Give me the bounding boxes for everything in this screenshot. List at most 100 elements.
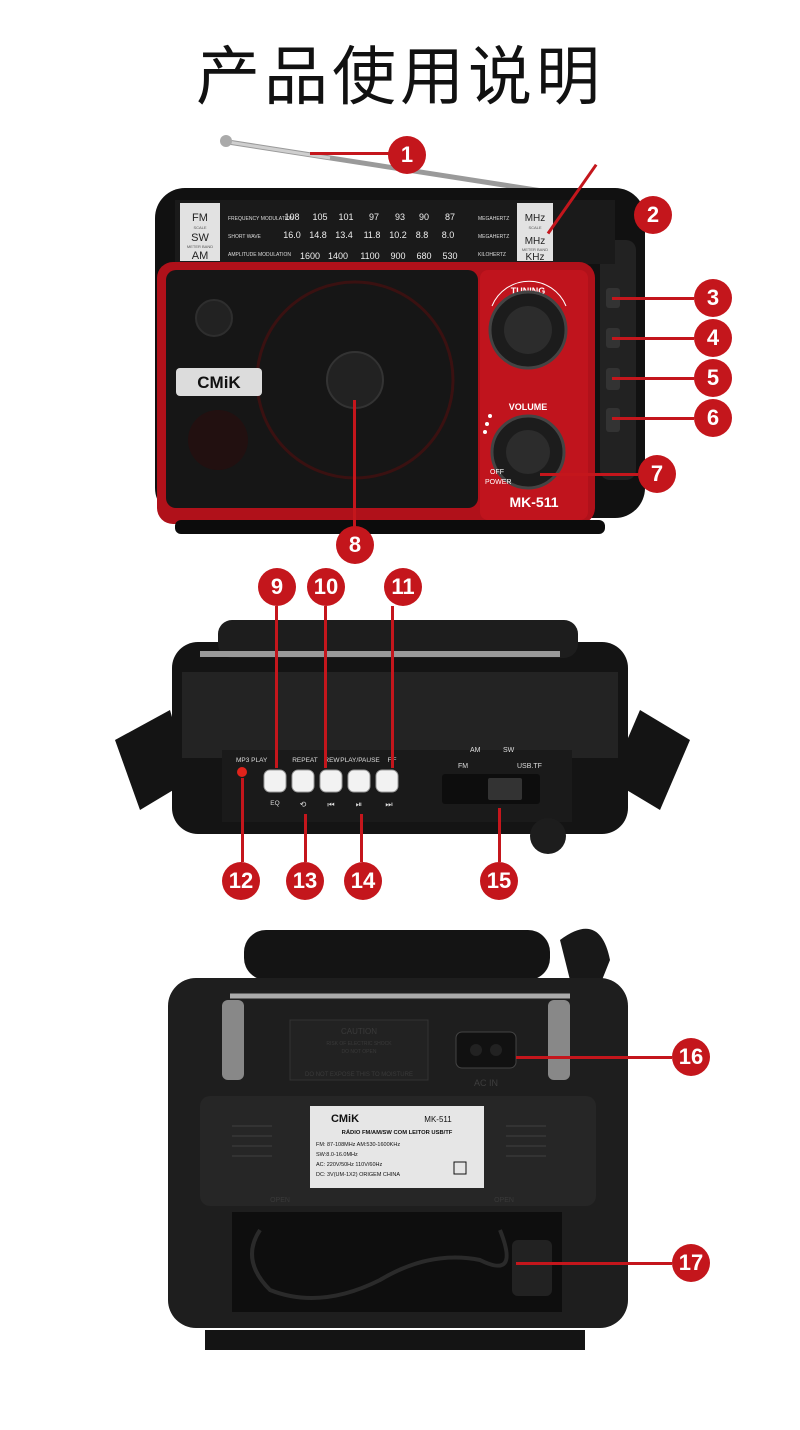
sw-scale-4: 11.8 [364, 230, 381, 240]
mp3-play-led [237, 767, 247, 777]
off-label: OFF [490, 469, 504, 476]
fm-scale-7: 87 [445, 212, 455, 222]
brand-plate [176, 368, 262, 396]
callout-6: 6 [694, 399, 732, 437]
rewind-button[interactable] [319, 769, 343, 793]
caution-line-1: RISK OF ELECTRIC SHOCK [326, 1041, 392, 1047]
callout-3: 3 [694, 279, 732, 317]
usb-tf-switch-label: USB.TF [517, 763, 542, 770]
radio-top-illustration: MP3 PLAY REPEAT REW PLAY/PAUSE F.F EQ ⟲ … [115, 620, 690, 854]
spec-model: MK-511 [424, 1115, 452, 1124]
antenna-tip [220, 135, 232, 147]
no-moisture-text: DO NOT EXPOSE THIS TO MOISTURE [305, 1072, 413, 1078]
spec-line-2: SW:8.0-16.0MHz [316, 1152, 358, 1158]
band-fm-label: FM [192, 212, 208, 224]
caution-line-2: DO NOT OPEN [342, 1049, 377, 1055]
am-scale-5: 680 [416, 251, 431, 261]
mp3-play-label: MP3 PLAY [236, 757, 268, 764]
play-pause-icon: ⏯ [356, 800, 362, 809]
strap-left [115, 710, 190, 810]
repeat-button[interactable] [291, 769, 315, 793]
play-pause-label: PLAY/PAUSE [340, 757, 380, 764]
fm-scale-5: 93 [395, 212, 405, 222]
open-right-label: OPEN [494, 1197, 514, 1204]
callout-9: 9 [258, 568, 296, 606]
callout-7: 7 [638, 455, 676, 493]
power-label: POWER [485, 479, 511, 486]
unit-scale-label: SCALE [528, 225, 541, 230]
mode-selector-switch[interactable] [488, 778, 522, 800]
ac-in-label: AC IN [474, 1078, 498, 1088]
callout-13: 13 [286, 862, 324, 900]
spec-line-3: AC: 220V/50Hz 110V/60Hz [316, 1162, 382, 1168]
callout-12: 12 [222, 862, 260, 900]
sw-scale-5: 10.2 [389, 230, 407, 240]
fast-forward-icon: ⏭ [385, 800, 392, 809]
fm-scale-3: 101 [338, 212, 353, 222]
am-scale-3: 1100 [360, 251, 379, 261]
callout-17: 17 [672, 1244, 710, 1282]
band-am-label: AM [192, 250, 209, 262]
am-scale-1: 1600 [300, 251, 320, 261]
unit-mhz-1: MHz [525, 213, 546, 224]
model-label: MK-511 [509, 494, 558, 510]
fast-forward-button[interactable] [375, 769, 399, 793]
fm-scale-4: 97 [369, 212, 379, 222]
side-port-6[interactable] [606, 408, 620, 432]
band-meter-band-label: METER BAND [187, 244, 213, 249]
open-left-label: OPEN [270, 1197, 290, 1204]
ac-power-socket[interactable] [455, 1031, 517, 1069]
unit-meter-band-label: METER BAND [522, 247, 548, 252]
radio-front-illustration: FM SW AM SCALE METER BAND FREQUENCY MODU… [155, 135, 645, 534]
am-scale-2: 1400 [328, 251, 348, 261]
sw-scale-7: 8.0 [442, 230, 455, 240]
page-title: 产品使用说明 [196, 41, 604, 115]
unit-khz: KHz [526, 252, 545, 263]
spec-brand: CMiK [331, 1113, 359, 1125]
callout-8: 8 [336, 526, 374, 564]
rewind-icon: ⏮ [327, 800, 334, 809]
callout-4: 4 [694, 319, 732, 357]
strap-right [610, 710, 690, 810]
sw-scale-2: 14.8 [309, 230, 327, 240]
band-sw-label: SW [191, 232, 209, 244]
eq-mode-button[interactable] [263, 769, 287, 793]
row-am-label: AMPLITUDE MODULATION [228, 252, 291, 258]
sw-scale-3: 13.4 [335, 230, 353, 240]
callout-2: 2 [634, 196, 672, 234]
tuning-knob-rear [530, 818, 566, 854]
band-am-switch-label: AM [470, 747, 481, 754]
callout-10: 10 [307, 568, 345, 606]
callout-14: 14 [344, 862, 382, 900]
row-fm-label: FREQUENCY MODULATION [228, 216, 294, 222]
sw-scale-1: 16.0 [283, 230, 301, 240]
fm-scale-1: 108 [284, 212, 299, 222]
row-sw-label: SHORT WAVE [228, 234, 262, 240]
fm-scale-2: 105 [312, 212, 327, 222]
band-scale-label: SCALE [193, 225, 206, 230]
callout-5: 5 [694, 359, 732, 397]
play-pause-button[interactable] [347, 769, 371, 793]
radio-back-illustration: CAUTION RISK OF ELECTRIC SHOCK DO NOT OP… [168, 928, 628, 1350]
repeat-icon: ⟲ [300, 800, 307, 809]
callout-1: 1 [388, 136, 426, 174]
callout-11: 11 [384, 568, 422, 606]
volume-label: VOLUME [509, 402, 548, 412]
row-am-unit-label: KILOHERTZ [478, 252, 506, 258]
callout-15: 15 [480, 862, 518, 900]
row-fm-unit-label: MEGAHERTZ [478, 216, 509, 222]
rew-label: REW [324, 757, 340, 764]
sw-scale-6: 8.8 [416, 230, 429, 240]
am-scale-6: 530 [442, 251, 457, 261]
band-fm-switch-label: FM [458, 763, 468, 770]
row-sw-unit-label: MEGAHERTZ [478, 234, 509, 240]
unit-mhz-2: MHz [525, 236, 546, 247]
caution-title: CAUTION [341, 1027, 377, 1036]
spec-line-1: FM: 87-108MHz AM:530-1600KHz [316, 1142, 400, 1148]
band-sw-switch-label: SW [503, 747, 515, 754]
eq-label: EQ [270, 800, 279, 807]
spec-title: RÁDIO FM/AM/SW COM LEITOR USB/TF [342, 1129, 453, 1136]
repeat-label: REPEAT [292, 757, 318, 764]
spec-line-4: DC: 3V(UM-1X2) ORIGEM CHINA [316, 1172, 400, 1178]
battery-cover [205, 1330, 585, 1350]
